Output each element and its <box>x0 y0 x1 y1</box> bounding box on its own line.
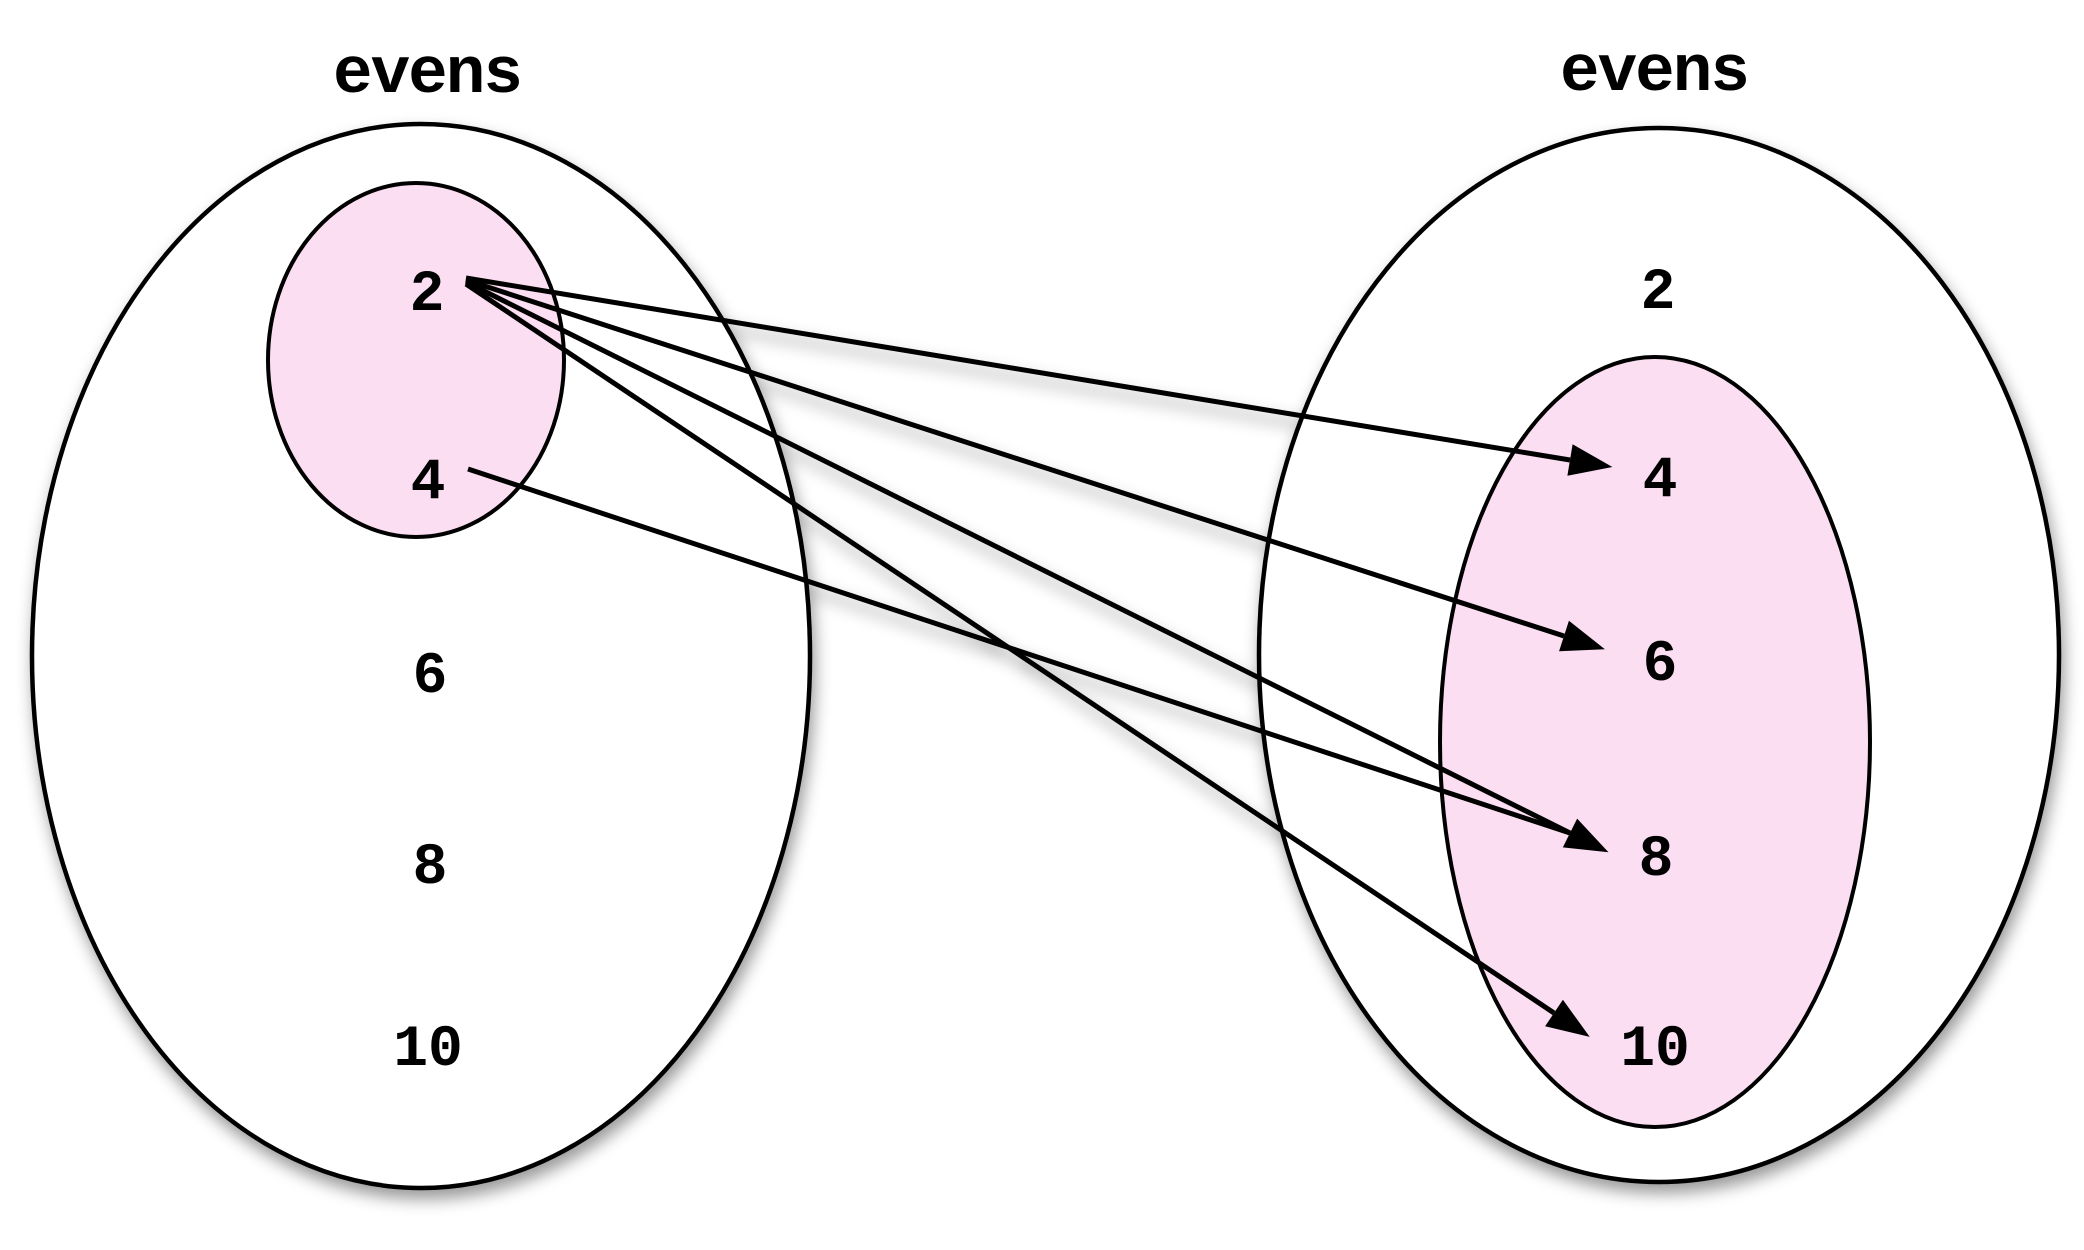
left-subset-ellipse <box>266 181 566 539</box>
left-member-8: 8 <box>413 836 448 901</box>
arrow-2-to-8 <box>464 279 1609 853</box>
right-member-4: 4 <box>1643 449 1678 514</box>
arrow-2-to-6 <box>465 277 1605 652</box>
left-set-ellipse <box>29 121 813 1191</box>
left-member-2: 2 <box>410 263 445 328</box>
arrow-4-to-8 <box>467 466 1571 836</box>
left-member-10: 10 <box>393 1018 463 1083</box>
right-member-6: 6 <box>1643 633 1678 698</box>
left-set-title: evens <box>333 37 521 112</box>
right-subset-ellipse <box>1438 355 1872 1129</box>
arrow-2-to-4 <box>465 275 1613 476</box>
right-member-8: 8 <box>1639 828 1674 893</box>
left-member-4: 4 <box>411 451 446 516</box>
right-member-10: 10 <box>1620 1018 1690 1083</box>
right-set-title: evens <box>1560 35 1748 110</box>
right-member-2: 2 <box>1641 261 1676 326</box>
left-member-6: 6 <box>413 645 448 710</box>
